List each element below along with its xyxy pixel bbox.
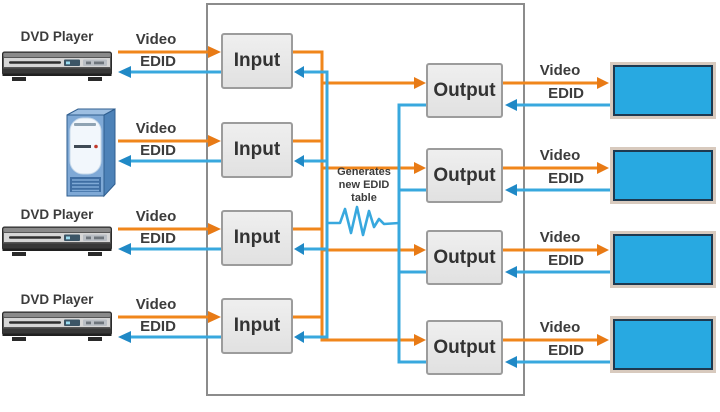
edid-label: EDID (140, 53, 176, 70)
video-label: Video (135, 208, 177, 225)
video-label: Video (135, 31, 177, 48)
dvd-player-label: DVD Player (20, 207, 94, 222)
video-label: Video (539, 319, 581, 336)
input-label: Input (233, 227, 281, 248)
edid-label: EDID (140, 230, 176, 247)
edid-label: EDID (548, 170, 584, 187)
edid-label: EDID (548, 252, 584, 269)
note-line: Generates (337, 166, 391, 178)
video-label: Video (539, 229, 581, 246)
output-box-3: Output (426, 230, 503, 285)
dvd-player-icon (2, 226, 112, 256)
video-label: Video (539, 147, 581, 164)
output-box-4: Output (426, 320, 503, 375)
dvd-player-label: DVD Player (20, 292, 94, 307)
output-label: Output (433, 164, 496, 186)
display-screen (613, 234, 713, 285)
input-label: Input (233, 50, 281, 71)
video-label: Video (135, 296, 177, 313)
dvd-player-label: DVD Player (20, 29, 94, 44)
edid-label: EDID (548, 85, 584, 102)
input-box-4: Input (221, 298, 293, 354)
display-icon (610, 231, 716, 288)
output-box-2: Output (426, 148, 503, 203)
video-label: Video (135, 120, 177, 137)
edid-label: EDID (548, 342, 584, 359)
display-icon (610, 316, 716, 373)
display-icon (610, 147, 716, 204)
video-label: Video (539, 62, 581, 79)
input-box-1: Input (221, 33, 293, 89)
display-screen (613, 65, 713, 116)
edid-generator-note: Generates new EDID table (328, 166, 400, 205)
dvd-player-icon (2, 311, 112, 341)
display-icon (610, 62, 716, 119)
input-box-2: Input (221, 122, 293, 178)
display-screen (613, 150, 713, 201)
input-box-3: Input (221, 210, 293, 266)
computer-icon (66, 108, 116, 198)
output-label: Output (433, 79, 496, 101)
output-label: Output (433, 336, 496, 358)
edid-label: EDID (140, 318, 176, 335)
input-label: Input (233, 139, 281, 160)
dvd-player-icon (2, 51, 112, 81)
input-label: Input (233, 315, 281, 336)
edid-label: EDID (140, 142, 176, 159)
note-line: new EDID (338, 179, 390, 191)
output-label: Output (433, 246, 496, 268)
display-screen (613, 319, 713, 370)
output-box-1: Output (426, 63, 503, 118)
note-line: table (351, 192, 377, 204)
